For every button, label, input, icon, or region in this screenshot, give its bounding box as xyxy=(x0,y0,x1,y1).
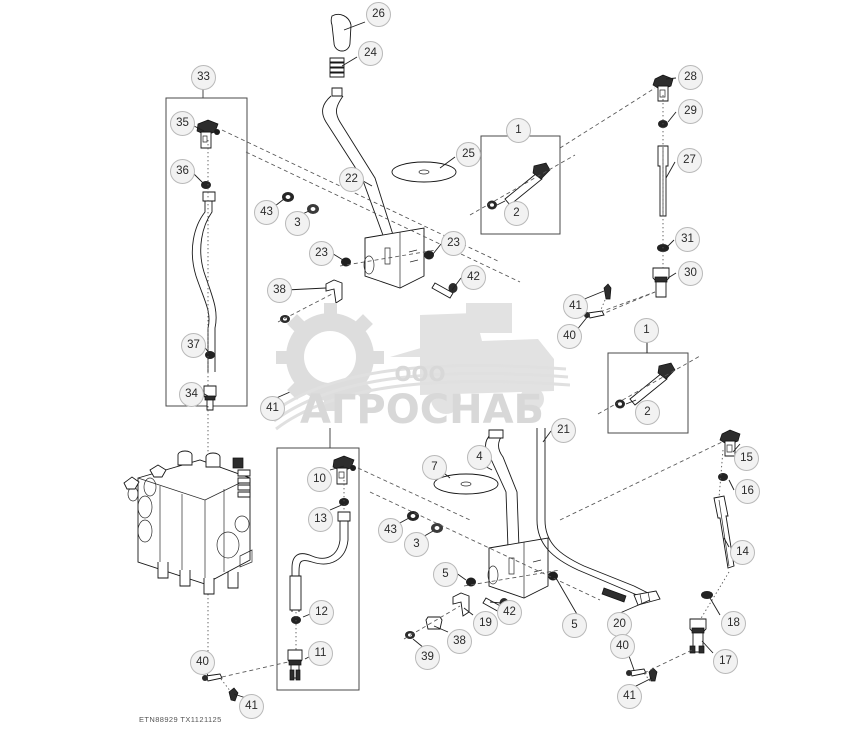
fastener-40-41-right xyxy=(584,284,655,318)
fastener-40-41-bottom-left xyxy=(202,662,288,701)
callout-bubble-40[interactable]: 40 xyxy=(190,650,215,675)
callout-bubble-12[interactable]: 12 xyxy=(309,600,334,625)
callout-bubble-1[interactable]: 1 xyxy=(634,318,659,343)
lower-right-linkage-rod xyxy=(560,430,740,681)
callout-bubble-25[interactable]: 25 xyxy=(456,142,481,167)
callout-bubble-2[interactable]: 2 xyxy=(635,400,660,425)
upper-control-lever xyxy=(323,14,456,288)
lower-hose-assembly xyxy=(288,456,470,680)
callout-bubble-33[interactable]: 33 xyxy=(191,65,216,90)
callout-bubble-40[interactable]: 40 xyxy=(557,324,582,349)
right-linkage-rod xyxy=(560,75,673,315)
callout-bubble-34[interactable]: 34 xyxy=(179,382,204,407)
callout-bubble-16[interactable]: 16 xyxy=(735,479,760,504)
callout-bubble-24[interactable]: 24 xyxy=(358,41,383,66)
callout-bubble-4[interactable]: 4 xyxy=(467,445,492,470)
footer-part-code: ETN88929 TX1121125 xyxy=(139,715,222,724)
callout-bubble-42[interactable]: 42 xyxy=(497,600,522,625)
bolt-42-upper xyxy=(432,283,458,298)
callout-bubble-23[interactable]: 23 xyxy=(441,231,466,256)
callout-bubble-36[interactable]: 36 xyxy=(170,159,195,184)
callout-bubble-3[interactable]: 3 xyxy=(404,532,429,557)
hydraulic-valve-block xyxy=(124,451,252,594)
callout-bubble-17[interactable]: 17 xyxy=(713,649,738,674)
callout-bubble-35[interactable]: 35 xyxy=(170,111,195,136)
callout-bubble-14[interactable]: 14 xyxy=(730,540,755,565)
callout-bubble-30[interactable]: 30 xyxy=(678,261,703,286)
pin-group-23 xyxy=(340,250,436,267)
callout-bubble-15[interactable]: 15 xyxy=(734,446,759,471)
lower-control-lever xyxy=(434,428,660,605)
callout-bubble-19[interactable]: 19 xyxy=(473,611,498,636)
callout-bubble-29[interactable]: 29 xyxy=(678,99,703,124)
callout-bubble-43[interactable]: 43 xyxy=(254,200,279,225)
callout-bubble-5[interactable]: 5 xyxy=(433,562,458,587)
callout-bubble-31[interactable]: 31 xyxy=(675,227,700,252)
callout-bubble-23[interactable]: 23 xyxy=(309,241,334,266)
callout-bubble-40[interactable]: 40 xyxy=(610,634,635,659)
callout-bubble-38[interactable]: 38 xyxy=(447,629,472,654)
callout-bubble-41[interactable]: 41 xyxy=(563,294,588,319)
callout-bubble-37[interactable]: 37 xyxy=(181,333,206,358)
callout-bubble-11[interactable]: 11 xyxy=(308,641,333,666)
callout-bubble-41[interactable]: 41 xyxy=(239,694,264,719)
callout-bubble-7[interactable]: 7 xyxy=(422,455,447,480)
lever-boot-24 xyxy=(330,58,344,77)
callout-bubble-38[interactable]: 38 xyxy=(267,278,292,303)
callout-bubble-22[interactable]: 22 xyxy=(339,167,364,192)
callout-bubble-18[interactable]: 18 xyxy=(721,611,746,636)
callout-bubble-41[interactable]: 41 xyxy=(617,684,642,709)
upper-hose-assembly-33 xyxy=(192,120,220,660)
inset-bolt-lower xyxy=(598,356,700,414)
callout-bubble-28[interactable]: 28 xyxy=(678,65,703,90)
callout-bubble-42[interactable]: 42 xyxy=(461,265,486,290)
callout-bubble-10[interactable]: 10 xyxy=(307,467,332,492)
callout-bubble-1[interactable]: 1 xyxy=(506,118,531,143)
callout-bubble-41[interactable]: 41 xyxy=(260,396,285,421)
callout-bubble-5[interactable]: 5 xyxy=(562,613,587,638)
callout-bubble-2[interactable]: 2 xyxy=(504,201,529,226)
callout-bubble-26[interactable]: 26 xyxy=(366,2,391,27)
assembly-box-lower-left xyxy=(277,428,359,690)
callout-bubble-3[interactable]: 3 xyxy=(285,211,310,236)
callout-bubble-39[interactable]: 39 xyxy=(415,645,440,670)
inset-bolt-upper xyxy=(470,155,575,215)
callout-bubble-13[interactable]: 13 xyxy=(308,507,333,532)
fastener-group-upper xyxy=(222,130,520,282)
callout-bubble-27[interactable]: 27 xyxy=(677,148,702,173)
callout-bubble-43[interactable]: 43 xyxy=(378,518,403,543)
callout-bubble-21[interactable]: 21 xyxy=(551,418,576,443)
